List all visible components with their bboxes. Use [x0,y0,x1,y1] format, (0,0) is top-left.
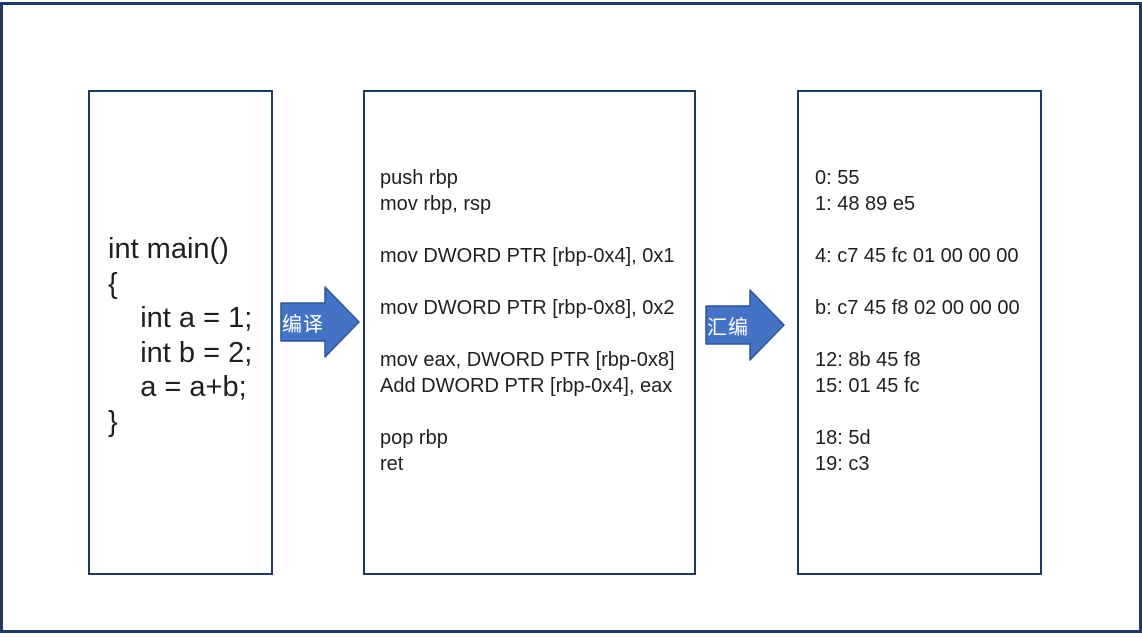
machine-code: 0: 55 1: 48 89 e5 4: c7 45 fc 01 00 00 0… [815,167,1020,475]
assembly-code: push rbp mov rbp, rsp mov DWORD PTR [rbp… [380,167,675,475]
c-source-box: int main() { int a = 1; int b = 2; a = a… [88,90,273,575]
compile-arrow-label: 编译 [282,313,324,336]
assemble-arrow: 汇编 [705,289,785,361]
compile-arrow: 编译 [280,286,360,358]
machine-code-box: 0: 55 1: 48 89 e5 4: c7 45 fc 01 00 00 0… [797,90,1042,575]
right-arrow-icon [280,286,360,358]
c-source-code: int main() { int a = 1; int b = 2; a = a… [108,233,253,438]
assembly-code-box: push rbp mov rbp, rsp mov DWORD PTR [rbp… [363,90,696,575]
right-arrow-icon [705,289,785,361]
assemble-arrow-label: 汇编 [707,316,749,339]
